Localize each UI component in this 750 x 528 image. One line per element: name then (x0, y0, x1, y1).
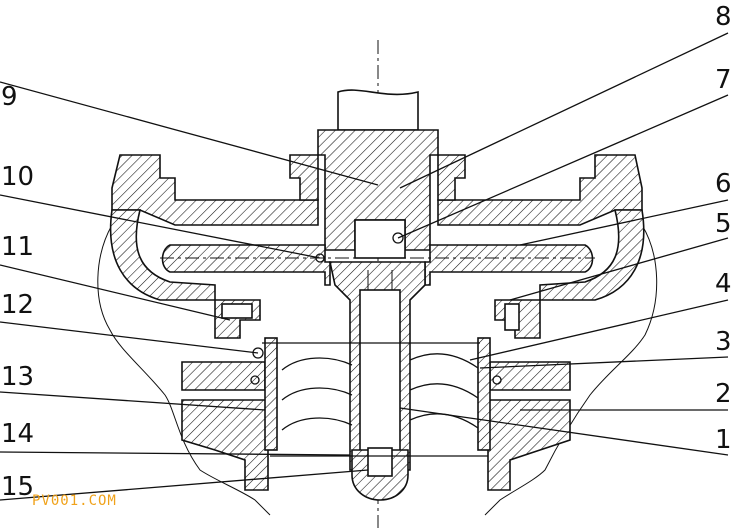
housing-right (487, 399, 571, 491)
sleeve-right (477, 337, 491, 451)
cover-left-section (111, 154, 319, 226)
seal-ring-left (181, 361, 266, 391)
hub-bore (354, 219, 406, 259)
label-part-1: 1 (715, 425, 732, 455)
drive-shaft-top (337, 89, 419, 131)
label-part-9: 9 (1, 82, 18, 112)
label-part-3: 3 (715, 327, 732, 357)
label-part-14: 14 (1, 419, 34, 449)
label-part-15: 15 (1, 472, 34, 502)
impeller-disc-left (161, 244, 331, 286)
cover-inner-right (437, 154, 466, 201)
shaft-bore (359, 289, 401, 461)
auger-flight (409, 383, 479, 399)
label-part-6: 6 (715, 169, 732, 199)
label-part-7: 7 (715, 65, 732, 95)
label-part-11: 11 (1, 232, 34, 262)
label-part-4: 4 (715, 269, 732, 299)
label-part-13: 13 (1, 362, 34, 392)
pin-10 (315, 253, 325, 263)
impeller-disc-right (424, 244, 594, 286)
pin-7 (392, 232, 404, 244)
oring-13 (250, 375, 260, 385)
oring-3 (492, 375, 502, 385)
housing-left (181, 399, 269, 491)
bolt-right (504, 303, 520, 331)
auger-flight (409, 413, 479, 429)
label-part-5: 5 (715, 209, 732, 239)
label-part-10: 10 (1, 162, 34, 192)
casing-outline-right (484, 224, 658, 516)
label-part-12: 12 (1, 290, 34, 320)
leader-lines (0, 32, 729, 501)
auger-flight (281, 387, 353, 401)
auger-flight (281, 417, 353, 431)
auger-flight (281, 357, 353, 371)
label-part-2: 2 (715, 379, 732, 409)
watermark-text: PV001.COM (32, 493, 117, 509)
auger-flight (409, 353, 479, 369)
casing-outline-left (97, 224, 271, 516)
sleeve-left (264, 337, 278, 451)
cover-right-section (437, 154, 643, 226)
bolt-left (221, 303, 253, 319)
end-cap-bolt (367, 447, 393, 477)
label-part-8: 8 (715, 2, 732, 32)
